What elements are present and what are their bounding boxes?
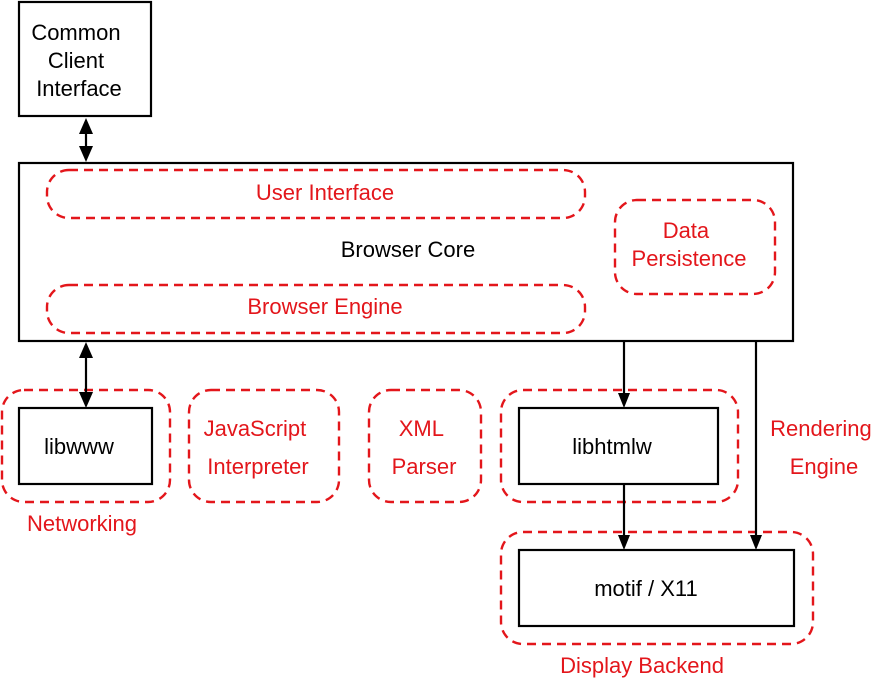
display-backend-label: Display Backend	[560, 653, 724, 678]
rendering-engine-label: Rendering Engine	[770, 416, 878, 479]
javascript-interpreter-label: JavaScript Interpreter	[204, 416, 313, 479]
browser-core-box	[17, 161, 795, 343]
networking-label: Networking	[27, 511, 137, 536]
browser-engine-group	[45, 283, 587, 335]
javascript-interpreter-group	[187, 388, 341, 504]
browser-core-label: Browser Core	[341, 237, 475, 262]
libhtmlw-box	[517, 406, 720, 486]
core-motif-arrow	[750, 342, 762, 550]
browser-engine-label: Browser Engine	[247, 294, 402, 319]
libwww-label: libwww	[44, 434, 114, 459]
motif-x11-label: motif / X11	[594, 576, 698, 601]
core-libwww-double-arrow	[79, 342, 93, 408]
user-interface-label: User Interface	[256, 180, 394, 205]
common-client-interface-box	[17, 0, 153, 118]
xml-parser-label: XML Parser	[392, 416, 457, 479]
xml-parser-group	[367, 388, 483, 504]
libhtmlw-group	[499, 388, 740, 504]
cci-core-double-arrow	[79, 118, 93, 162]
data-persistence-group	[613, 198, 777, 296]
common-client-interface-label: Common Client Interface	[31, 20, 126, 101]
libwww-box	[17, 406, 154, 486]
user-interface-group	[45, 168, 587, 220]
core-libhtmlw-arrow	[618, 342, 630, 408]
motif-x11-box	[517, 548, 796, 628]
libhtmlw-label: libhtmlw	[572, 434, 652, 459]
libhtmlw-motif-arrow	[618, 485, 630, 550]
data-persistence-label: Data Persistence	[632, 218, 747, 271]
display-backend-group	[499, 530, 815, 646]
